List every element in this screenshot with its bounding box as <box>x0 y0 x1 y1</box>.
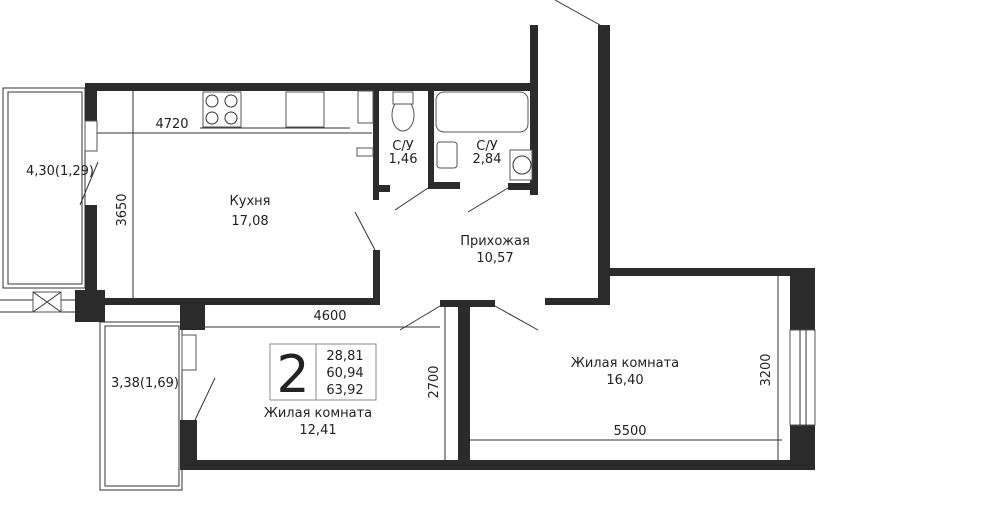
area-with-balconies: 63,92 <box>326 383 363 398</box>
wc2-name: С/У <box>476 139 497 154</box>
walls <box>75 25 815 470</box>
dim-bedroom-small-depth: 2700 <box>427 365 442 398</box>
fixtures <box>200 90 533 181</box>
bedroom-small-name: Жилая комната <box>264 406 372 421</box>
bedroom-small-area: 12,41 <box>299 423 336 438</box>
area-living: 28,81 <box>326 349 363 364</box>
washbasin-icon <box>436 141 458 169</box>
hall-name: Прихожая <box>460 234 530 249</box>
dim-kitchen-depth: 3650 <box>115 193 130 226</box>
bedroom-large-name: Жилая комната <box>571 356 679 371</box>
rooms-count: 2 <box>276 345 309 405</box>
sink-icon <box>285 91 325 128</box>
hall-area: 10,57 <box>476 251 513 266</box>
dimension-lines <box>97 91 782 460</box>
dim-bedroom-large-width: 5500 <box>613 424 646 439</box>
area-total: 60,94 <box>326 366 363 381</box>
dim-kitchen-width: 4720 <box>155 117 188 132</box>
dim-bedroom-small-width: 4600 <box>313 309 346 324</box>
bathtub-icon <box>435 91 529 133</box>
balcony-2-area: 3,38(1,69) <box>111 376 179 391</box>
wc1-area: 1,46 <box>389 152 418 167</box>
wc2-area: 2,84 <box>473 152 502 167</box>
kitchen-area: 17,08 <box>231 214 268 229</box>
balcony-1 <box>0 87 99 313</box>
apartment-badge: 2 28,81 60,94 63,92 <box>269 343 377 405</box>
kitchen-name: Кухня <box>230 194 271 209</box>
balcony-2 <box>99 321 216 491</box>
balcony-1-area: 4,30(1,29) <box>26 164 94 179</box>
wc1-name: С/У <box>392 139 413 154</box>
doors <box>354 0 601 331</box>
windows <box>84 120 816 426</box>
stove-icon <box>202 91 242 128</box>
bedroom-large-area: 16,40 <box>606 373 643 388</box>
dim-bedroom-large-depth: 3200 <box>759 353 774 386</box>
